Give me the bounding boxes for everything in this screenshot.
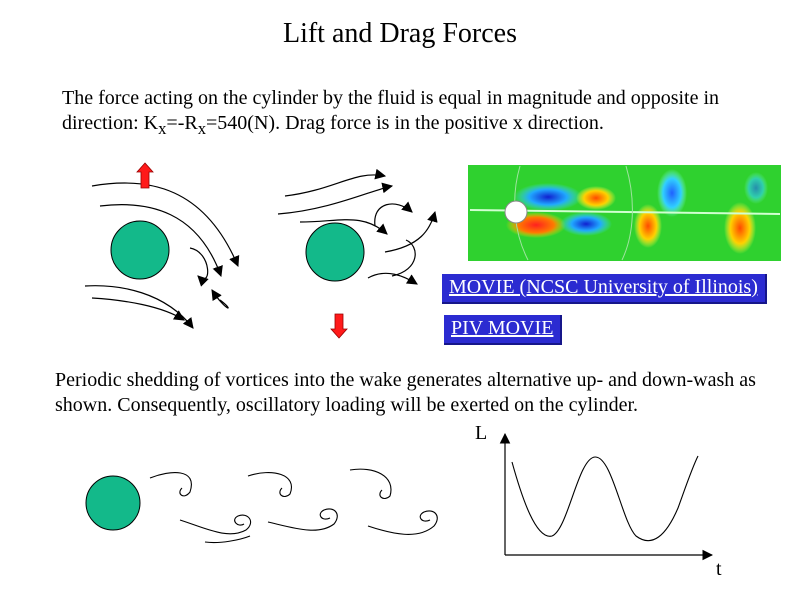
- intro-text-b: =-R: [166, 112, 198, 134]
- cfd-cylinder: [504, 200, 528, 224]
- intro-sub-x1: x: [158, 119, 167, 138]
- graph-x-label: t: [716, 558, 722, 580]
- graph-y-label: L: [475, 422, 488, 444]
- vortices: [149, 468, 438, 544]
- cfd-simulation-image: [468, 165, 781, 261]
- intro-paragraph: The force acting on the cylinder by the …: [62, 86, 782, 141]
- flow-diagram-up: [84, 162, 240, 329]
- piv-movie-link[interactable]: PIV MOVIE: [444, 315, 563, 345]
- intro-text-a: The force acting on the cylinder by the …: [62, 87, 720, 134]
- intro-sub-x2: x: [197, 119, 207, 138]
- streamlines-left: [84, 182, 240, 329]
- streamlines-middle: [277, 168, 438, 285]
- lift-arrow-up: [136, 162, 154, 189]
- lift-arrow-down: [330, 313, 348, 339]
- flow-diagram-down: [277, 168, 438, 339]
- cylinder-left: [110, 220, 170, 280]
- page-title: Lift and Drag Forces: [282, 18, 518, 49]
- cylinder-middle: [305, 222, 365, 282]
- shedding-paragraph: Periodic shedding of vortices into the w…: [55, 369, 756, 416]
- vortex-street-diagram: [85, 468, 438, 544]
- lift-curve: [511, 455, 699, 542]
- cylinder-bottom: [85, 475, 141, 531]
- intro-text-c: =540(N). Drag force is in the positive x…: [206, 112, 604, 134]
- lift-time-graph: [499, 432, 714, 561]
- movie-ncsc-link[interactable]: MOVIE (NCSC University of Illinois): [442, 274, 767, 304]
